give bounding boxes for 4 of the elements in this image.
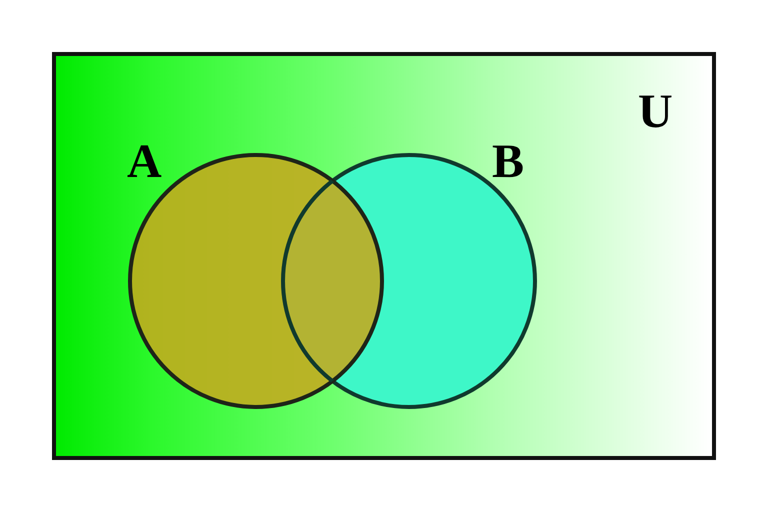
universe-rectangle (52, 52, 716, 460)
set-label: A (127, 138, 162, 186)
set-label: U (638, 88, 673, 136)
set-label: B (492, 138, 524, 186)
